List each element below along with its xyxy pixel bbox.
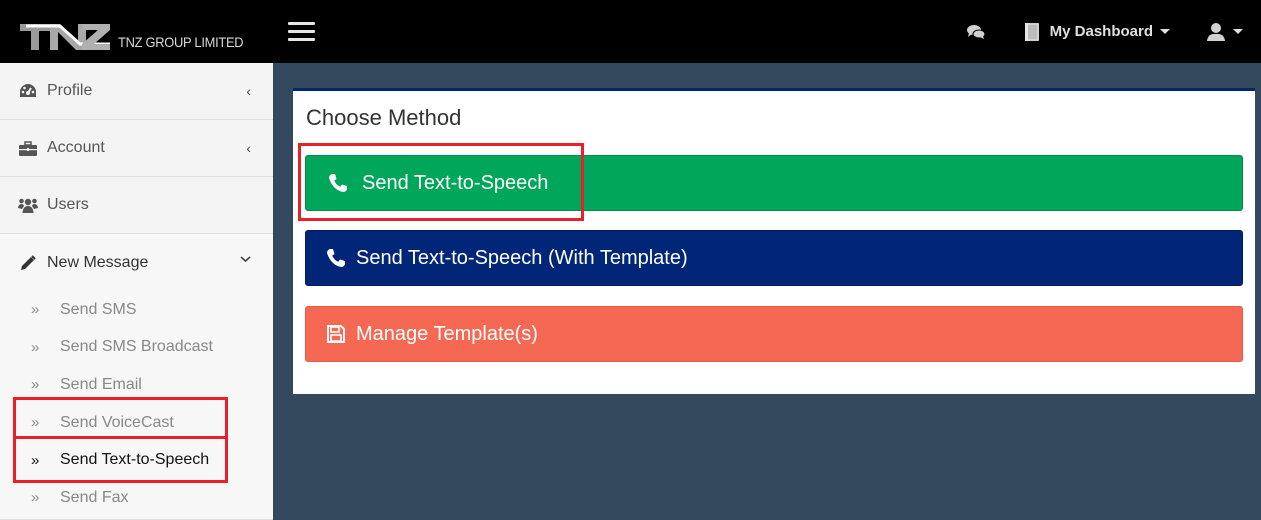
my-dashboard-dropdown[interactable]: My Dashboard [1024, 22, 1170, 42]
submenu-item-send-sms-broadcast[interactable]: » Send SMS Broadcast [0, 329, 273, 367]
sidebar-item-account[interactable]: Account ‹ [0, 120, 273, 177]
submenu-item-send-voicecast[interactable]: » Send VoiceCast [0, 404, 273, 442]
submenu-item-label: Send VoiceCast [60, 413, 174, 431]
sidebar-item-label: Account [47, 139, 105, 156]
button-label: Send Text-to-Speech [362, 171, 549, 194]
submenu-item-send-email[interactable]: » Send Email [0, 366, 273, 404]
submenu-item-send-fax[interactable]: » Send Fax [0, 479, 273, 517]
dashboard-label: My Dashboard [1049, 23, 1153, 40]
floppy-disk-icon [327, 325, 345, 343]
new-message-submenu: » Send SMS » Send SMS Broadcast » Send E… [0, 291, 273, 520]
phone-icon [327, 249, 345, 267]
sidebar-item-label: New Message [47, 253, 149, 271]
company-name: TNZ GROUP LIMITED [118, 34, 244, 50]
send-text-to-speech-button[interactable]: Send Text-to-Speech [305, 155, 1243, 211]
double-chevron-right-icon: » [31, 414, 40, 432]
chat-bubbles-icon [966, 24, 986, 39]
sidebar-item-label: Users [47, 196, 89, 213]
pencil-icon [18, 254, 38, 272]
users-icon [18, 196, 38, 214]
submenu-item-send-text-to-speech[interactable]: » Send Text-to-Speech [0, 441, 273, 479]
chevron-down-icon [240, 250, 251, 266]
double-chevron-right-icon: » [31, 376, 40, 394]
caret-down-icon [1233, 29, 1243, 34]
book-icon [1024, 22, 1039, 41]
chevron-left-icon: ‹ [246, 83, 251, 99]
double-chevron-right-icon: » [31, 451, 40, 469]
choose-method-panel: Choose Method Send Text-to-Speech Send T… [293, 88, 1255, 394]
panel-title: Choose Method [306, 105, 462, 130]
sidebar-item-label: Profile [47, 82, 93, 99]
tnz-logo-mark-icon [20, 24, 110, 50]
messages-button[interactable] [966, 24, 1024, 40]
hamburger-icon [288, 22, 315, 25]
submenu-item-label: Send SMS Broadcast [60, 338, 213, 356]
manage-templates-button[interactable]: Manage Template(s) [305, 306, 1243, 362]
double-chevron-right-icon: » [31, 489, 40, 507]
sidebar-toggle-button[interactable] [288, 22, 315, 41]
chevron-left-icon: ‹ [246, 140, 251, 156]
dashboard-gauge-icon [18, 82, 38, 100]
button-label: Send Text-to-Speech (With Template) [356, 246, 688, 269]
sidebar-item-users[interactable]: Users [0, 177, 273, 234]
submenu-item-label: Send Text-to-Speech [60, 451, 210, 469]
button-label: Manage Template(s) [356, 322, 538, 345]
sidebar: Profile ‹ Account ‹ Users New Message » … [0, 63, 273, 520]
double-chevron-right-icon: » [31, 338, 40, 356]
submenu-item-label: Send Email [60, 375, 142, 393]
submenu-item-label: Send Fax [60, 488, 129, 506]
top-navbar: TNZ GROUP LIMITED My Dashboard [0, 0, 1261, 63]
phone-icon [329, 174, 347, 192]
logo[interactable]: TNZ GROUP LIMITED [20, 20, 254, 50]
submenu-item-label: Send SMS [60, 300, 137, 318]
submenu-item-send-sms[interactable]: » Send SMS [0, 291, 273, 329]
send-text-to-speech-with-template-button[interactable]: Send Text-to-Speech (With Template) [305, 230, 1243, 286]
user-menu-dropdown[interactable] [1206, 22, 1243, 42]
briefcase-icon [18, 139, 38, 157]
double-chevron-right-icon: » [31, 301, 40, 319]
sidebar-item-profile[interactable]: Profile ‹ [0, 63, 273, 120]
user-icon [1207, 22, 1225, 41]
caret-down-icon [1160, 29, 1170, 34]
sidebar-item-new-message[interactable]: New Message [0, 234, 273, 291]
